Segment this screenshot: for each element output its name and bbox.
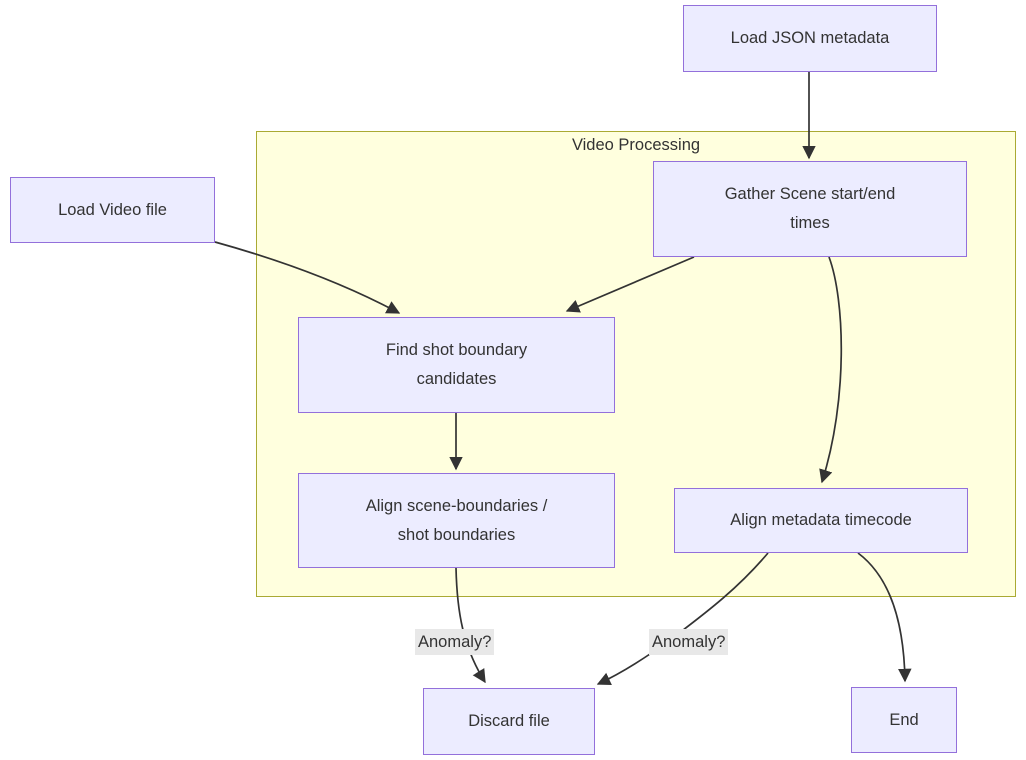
node-load-video-file: Load Video file — [10, 177, 215, 243]
node-gather-scene-times: Gather Scene start/end times — [653, 161, 967, 257]
node-find-shot-boundary-candidates: Find shot boundary candidates — [298, 317, 615, 413]
node-align-metadata-timecode: Align metadata timecode — [674, 488, 968, 553]
edge-label-anomaly-right: Anomaly? — [649, 629, 729, 656]
subgraph-title: Video Processing — [571, 136, 701, 154]
node-align-scene-shot-boundaries: Align scene-boundaries / shot boundaries — [298, 473, 615, 568]
edge-label-anomaly-left: Anomaly? — [415, 629, 495, 656]
node-end: End — [851, 687, 957, 753]
node-discard-file: Discard file — [423, 688, 595, 755]
node-load-json-metadata: Load JSON metadata — [683, 5, 937, 72]
